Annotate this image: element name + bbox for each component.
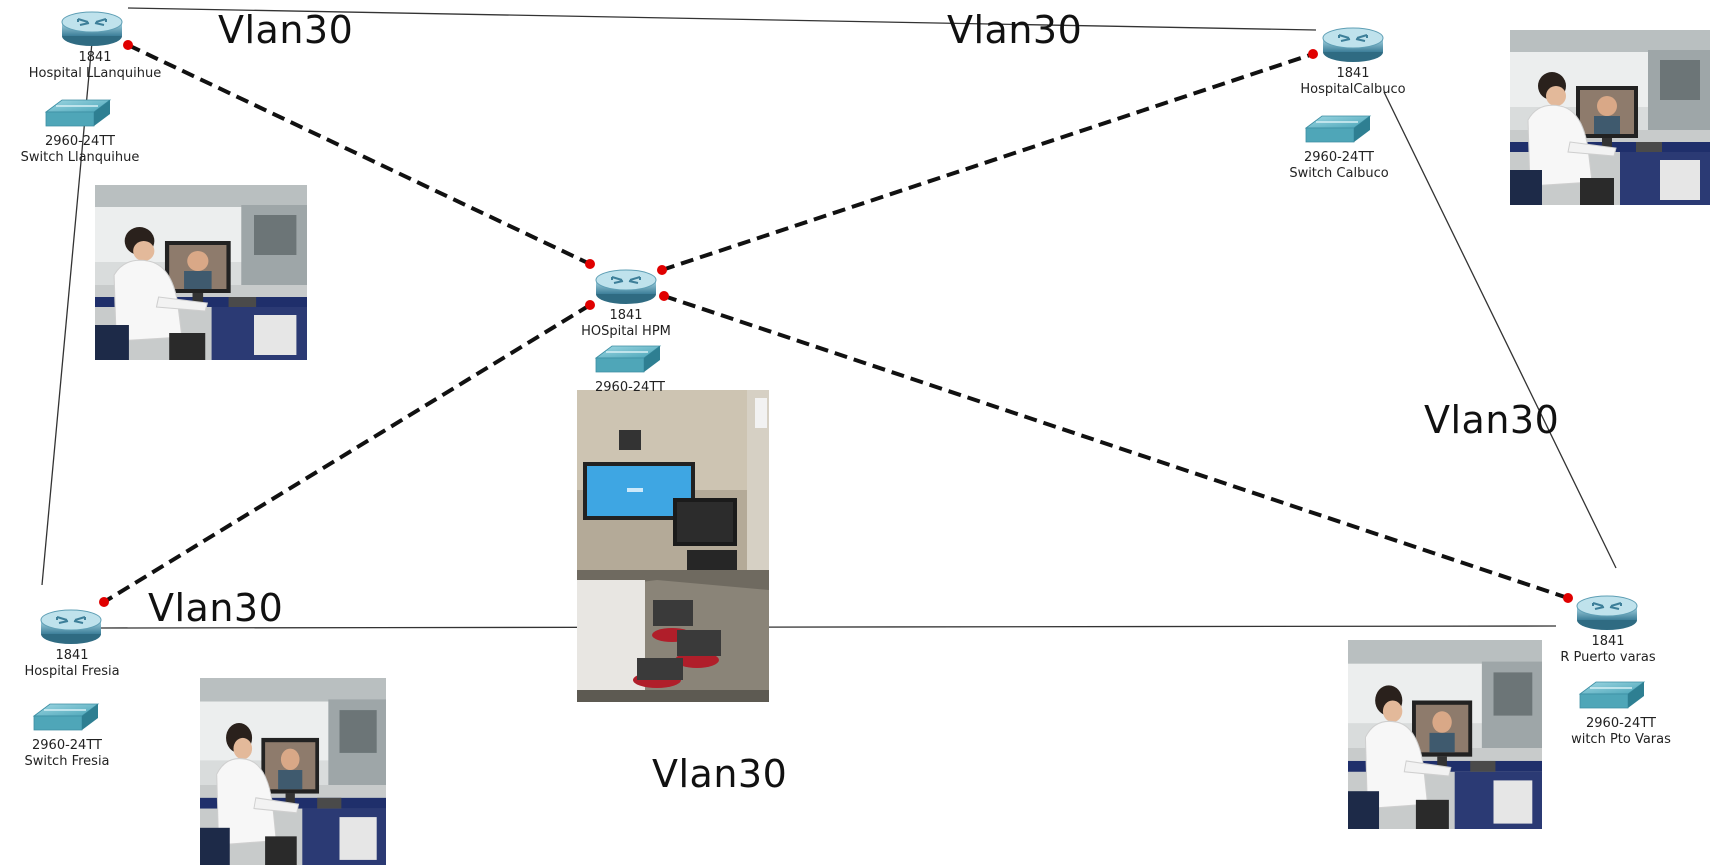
router-label-hpm: 1841 HOSpital HPM (546, 308, 706, 340)
switch-model: 2960-24TT (595, 380, 665, 395)
router-name: HOSpital HPM (581, 324, 671, 339)
router-label-fresia: 1841 Hospital Fresia (0, 648, 144, 680)
router-model: 1841 (609, 308, 643, 323)
photo-puerto (1347, 639, 1543, 830)
router-icon[interactable] (61, 11, 123, 47)
vlan-label: Vlan30 (652, 752, 788, 796)
vlan-label: Vlan30 (148, 586, 284, 630)
switch-label-llanquihue: 2960-24TT Switch Llanquihue (0, 134, 160, 166)
router-name: HospitalCalbuco (1300, 82, 1406, 97)
solid-links (41, 7, 1617, 629)
router-name: Hospital Fresia (24, 664, 120, 679)
router-icon[interactable] (1576, 595, 1638, 631)
vlan-label: Vlan30 (947, 8, 1083, 52)
link-hpm-calbuco (661, 52, 1314, 272)
switch-icon[interactable] (45, 99, 111, 127)
link-dot (1563, 593, 1573, 603)
switch-name: Switch Calbuco (1289, 166, 1389, 181)
link-hpm-fresia (102, 303, 592, 604)
router-model: 1841 (55, 648, 89, 663)
link-hpm-puerto (663, 294, 1569, 600)
link-hpm-llanquihue (127, 43, 591, 266)
link-endpoint-dots (99, 40, 1573, 607)
switch-icon[interactable] (1305, 115, 1371, 143)
router-name: Hospital LLanquihue (28, 66, 162, 81)
router-icon[interactable] (595, 269, 657, 305)
photo-llanquihue (94, 184, 308, 361)
router-label-puerto: 1841 R Puerto varas (1530, 634, 1686, 666)
link-dot (1308, 49, 1318, 59)
router-model: 1841 (1336, 66, 1370, 81)
switch-model: 2960-24TT (32, 738, 102, 753)
dashed-links (102, 43, 1569, 604)
link-dot (99, 597, 109, 607)
switch-name: Switch Llanquihue (20, 150, 140, 165)
link-dot (585, 300, 595, 310)
link-llanquihue-fresia (41, 41, 93, 586)
router-model: 1841 (78, 50, 112, 65)
vlan-label: Vlan30 (218, 8, 354, 52)
link-calbuco-puerto (1383, 91, 1617, 569)
switch-label-calbuco: 2960-24TT Switch Calbuco (1264, 150, 1414, 182)
switch-label-hpm: 2960-24TT (570, 380, 690, 396)
switch-model: 2960-24TT (1304, 150, 1374, 165)
switch-model: 2960-24TT (1586, 716, 1656, 731)
link-dot (657, 265, 667, 275)
link-fresia-puerto (99, 625, 1557, 629)
photo-fresia (199, 677, 387, 865)
switch-name: Switch Fresia (24, 754, 110, 769)
link-dot (123, 40, 133, 50)
switch-icon[interactable] (33, 703, 99, 731)
link-llanquihue-calbuco (127, 7, 1317, 31)
router-icon[interactable] (1322, 27, 1384, 63)
switch-label-puerto: 2960-24TT witch Pto Varas (1556, 716, 1686, 748)
switch-icon[interactable] (595, 345, 661, 373)
photo-conference-room (577, 390, 769, 702)
vlan-label: Vlan30 (1424, 398, 1560, 442)
switch-label-fresia: 2960-24TT Switch Fresia (0, 738, 134, 770)
switch-model: 2960-24TT (45, 134, 115, 149)
router-icon[interactable] (40, 609, 102, 645)
link-dot (585, 259, 595, 269)
photo-calbuco (1509, 29, 1711, 206)
switch-name: witch Pto Varas (1571, 732, 1671, 747)
router-model: 1841 (1591, 634, 1625, 649)
switch-icon[interactable] (1579, 681, 1645, 709)
link-dot (659, 291, 669, 301)
router-name: R Puerto varas (1560, 650, 1656, 665)
router-label-llanquihue: 1841 Hospital LLanquihue (0, 50, 190, 82)
router-label-calbuco: 1841 HospitalCalbuco (1263, 66, 1443, 98)
